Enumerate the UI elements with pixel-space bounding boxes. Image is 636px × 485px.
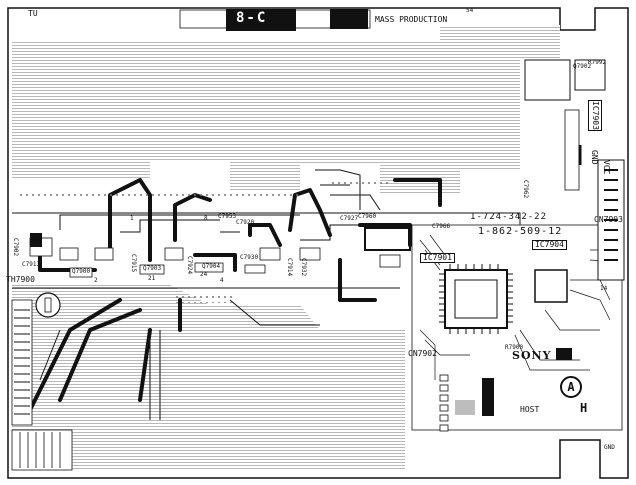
sony-logo-tag (556, 348, 572, 360)
finger-lines (19, 432, 61, 468)
q7902-label: Q7902 (573, 63, 592, 70)
mark-h: H (580, 401, 589, 415)
ic7904-label: IC7904 (532, 240, 567, 250)
pin-21: 21 (148, 275, 156, 282)
via-field-1 (20, 190, 300, 200)
q7904-label: Q7904 (202, 263, 221, 270)
gnd-label-top: GND (590, 150, 599, 165)
c7914-label: C7914 (286, 258, 293, 277)
ground-plane-lower (12, 285, 405, 470)
mounting-hole-slot (44, 297, 52, 313)
left-edge-pins (14, 309, 30, 415)
ic-small-body (534, 269, 568, 303)
ic7901-core (454, 279, 498, 319)
sony-brand: SONY (512, 349, 552, 362)
ground-plane-right (440, 25, 560, 110)
host-label: HOST (520, 405, 540, 414)
c7902-label: C7902 (12, 238, 19, 257)
c7932-label: C7932 (300, 258, 307, 277)
cn7903-label: CN7903 (594, 215, 623, 224)
title-left: TU (28, 9, 38, 18)
ic7903-label: IC7903 (588, 100, 602, 131)
vertical-strip (564, 109, 580, 191)
left-edge-connector (11, 299, 33, 426)
gnd-label-bottom: GND (604, 444, 615, 451)
cn7902-pads (439, 374, 449, 432)
host-gray-block (455, 400, 475, 415)
title-block-2 (330, 9, 368, 29)
host-black-block (482, 378, 494, 416)
r7900-label: R7900 (505, 344, 524, 351)
bottom-left-fingers (11, 429, 73, 471)
c7962-label: C7962 (522, 180, 529, 199)
part-number-1: 1-724-342-22 (470, 212, 548, 222)
c7966-label: C7966 (432, 223, 451, 230)
pin-8: 8 (204, 215, 208, 222)
top-right-small (574, 59, 606, 91)
c7920-label: C7920 (236, 219, 255, 226)
c7913-label: C7913 (22, 261, 41, 268)
vcc-label: VCC (602, 160, 611, 175)
c7930-label: C7930 (240, 254, 259, 261)
pin-4: 4 (220, 277, 224, 284)
pin-24: 24 (200, 271, 208, 278)
page-number: 54 (466, 7, 474, 14)
r7992-label: R7992 (588, 59, 607, 66)
c7915-label: C7915 (130, 254, 137, 273)
c7924-label: C7924 (186, 256, 193, 275)
black-pad-1 (30, 233, 42, 247)
black-pad-2 (364, 227, 411, 251)
component-pads (29, 237, 401, 278)
c7960-label: C7960 (358, 213, 377, 220)
ic7901-pins (439, 264, 513, 334)
th7900-label: TH7900 (6, 275, 35, 284)
pin-2: 2 (94, 277, 98, 284)
cn7903-pins (604, 169, 618, 261)
ic7901-label: IC7901 (420, 253, 455, 263)
c7927-label: C7927 (340, 215, 359, 222)
mass-production-label: MASS PRODUCTION (375, 15, 448, 24)
cn7902-label: CN7902 (408, 349, 437, 358)
q7903-label: Q7903 (143, 265, 162, 272)
q7900-label: Q7900 (72, 268, 91, 275)
mark-a: A (560, 376, 582, 398)
top-right-block (524, 59, 571, 101)
part-number-2: 1-862-509-12 (478, 226, 563, 237)
ground-plane-upper (12, 40, 520, 195)
pin-1: 1 (130, 215, 134, 222)
via-field-3 (330, 180, 390, 188)
board-id-8c: 8-C (232, 10, 272, 26)
pin-14: 14 (600, 285, 608, 292)
via-field-2 (175, 295, 235, 303)
c7953-label: C7953 (218, 213, 237, 220)
